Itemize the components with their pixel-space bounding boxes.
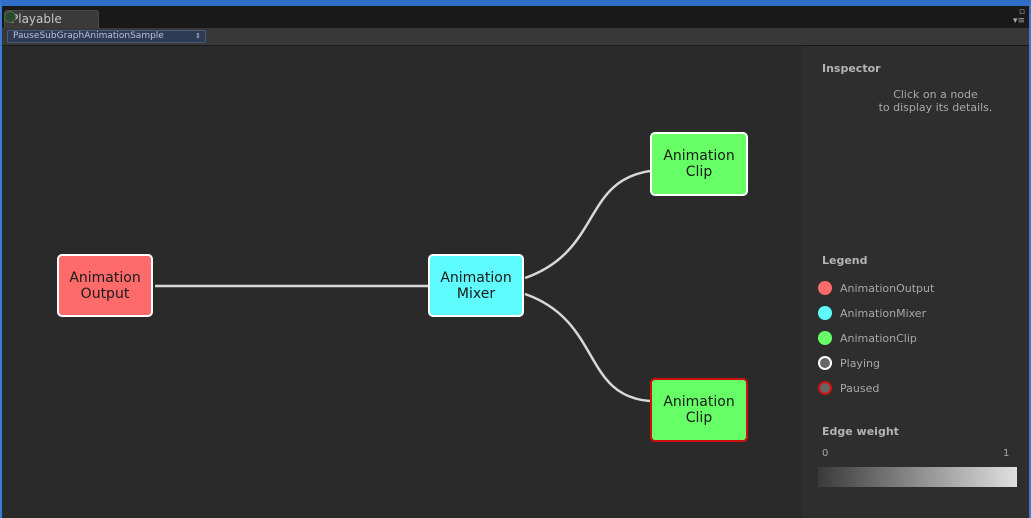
edge-weight-gradient bbox=[818, 467, 1017, 487]
legend-label: Playing bbox=[840, 356, 880, 370]
window-icon bbox=[4, 11, 16, 23]
legend-item-playing: Playing bbox=[818, 354, 880, 372]
edge-weight-title: Edge weight bbox=[822, 425, 899, 438]
window-menu-icon[interactable]: ▫▾≡ bbox=[1012, 7, 1025, 26]
legend-label: AnimationMixer bbox=[840, 306, 927, 320]
edge-mixer-clip1 bbox=[524, 169, 651, 280]
edge-weight-max-label: 1 bbox=[1003, 448, 1010, 459]
tab-bar: Playable Graph ▫▾≡ bbox=[2, 6, 1029, 42]
graph-selector-dropdown[interactable]: PauseSubGraphAnimationSample ⇕ bbox=[7, 30, 206, 43]
legend-item-animation-mixer: AnimationMixer bbox=[818, 304, 926, 322]
toolbar: PauseSubGraphAnimationSample ⇕ bbox=[2, 28, 1029, 46]
inspector-hint-line2: to display its details. bbox=[878, 101, 993, 114]
legend-swatch-animation-mixer bbox=[818, 306, 832, 320]
inspector-hint: Click on a node to display its details. bbox=[842, 88, 1029, 114]
legend-label: Paused bbox=[840, 381, 880, 395]
legend-swatch-animation-output bbox=[818, 281, 832, 295]
inspector-hint-line1: Click on a node bbox=[893, 88, 978, 101]
dropdown-arrow-icon: ⇕ bbox=[195, 32, 201, 40]
graph-edges bbox=[155, 169, 651, 403]
legend-swatch-paused bbox=[818, 381, 832, 395]
graph-canvas[interactable]: Animation Output Animation Mixer Animati… bbox=[2, 46, 802, 518]
inspector-title: Inspector bbox=[822, 62, 881, 75]
legend-item-paused: Paused bbox=[818, 379, 879, 397]
graph-selector-value: PauseSubGraphAnimationSample bbox=[13, 31, 164, 41]
legend-label: AnimationOutput bbox=[840, 281, 935, 295]
node-animation-clip-playing[interactable]: Animation Clip bbox=[650, 132, 748, 196]
legend-swatch-animation-clip bbox=[818, 331, 832, 345]
legend-title: Legend bbox=[822, 254, 868, 267]
edge-weight-min-label: 0 bbox=[822, 448, 829, 459]
node-animation-mixer[interactable]: Animation Mixer bbox=[428, 254, 524, 317]
legend-label: AnimationClip bbox=[840, 331, 917, 345]
edge-mixer-clip2 bbox=[524, 292, 651, 403]
legend-swatch-playing bbox=[818, 356, 832, 370]
inspector-panel: Inspector Click on a node to display its… bbox=[802, 46, 1029, 518]
node-animation-clip-paused[interactable]: Animation Clip bbox=[650, 378, 748, 442]
legend-item-animation-output: AnimationOutput bbox=[818, 279, 934, 297]
tab-playable-graph[interactable]: Playable Graph bbox=[4, 10, 99, 42]
node-animation-output[interactable]: Animation Output bbox=[57, 254, 153, 317]
legend-item-animation-clip: AnimationClip bbox=[818, 329, 917, 347]
